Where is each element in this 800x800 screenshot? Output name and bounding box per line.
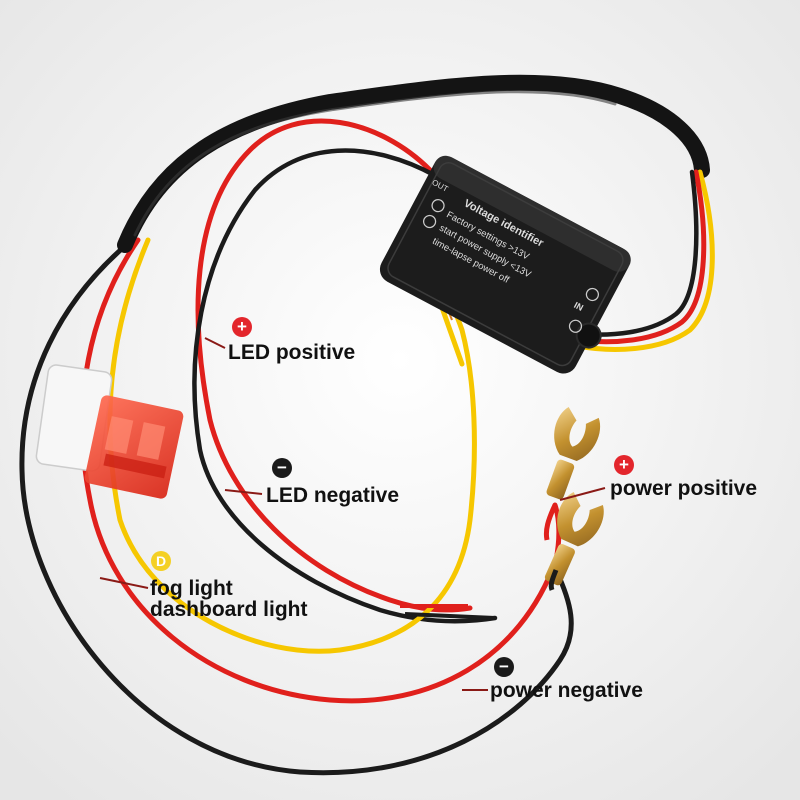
led-positive-plus-icon: + <box>232 317 252 337</box>
fog-light-label: fog light <box>150 577 233 600</box>
yellow-wire-input <box>575 169 715 352</box>
led-positive-label: LED positive <box>228 341 356 364</box>
black-wire-input <box>579 169 699 337</box>
led-negative-minus-icon: − <box>272 458 292 478</box>
fog-light-d-icon: D <box>151 551 171 571</box>
in-plus-icon <box>585 287 599 302</box>
black-wire-led-negative <box>192 148 498 624</box>
power-positive-label: power positive <box>610 477 758 500</box>
fork-terminal-positive <box>546 406 600 500</box>
dashboard-light-label: dashboard light <box>150 598 308 621</box>
black-sleeve <box>117 74 710 253</box>
out-plus-icon <box>431 199 445 213</box>
in-minus-icon <box>568 319 583 333</box>
out-minus-icon <box>422 214 437 229</box>
power-positive-plus-icon: + <box>614 455 634 475</box>
module-in-label: IN <box>572 300 585 313</box>
power-negative-label: power negative <box>490 679 643 702</box>
red-wire-led-positive <box>195 118 473 613</box>
fuse-holder <box>35 364 184 499</box>
led-negative-label: LED negative <box>266 484 400 507</box>
black-wire-outer <box>19 237 574 776</box>
voltage-identifier-module: Voltage identifier Factory settings >13V… <box>379 155 631 374</box>
power-negative-minus-icon: − <box>494 657 514 677</box>
callout-lines <box>99 337 606 691</box>
red-wire-input <box>577 169 707 345</box>
